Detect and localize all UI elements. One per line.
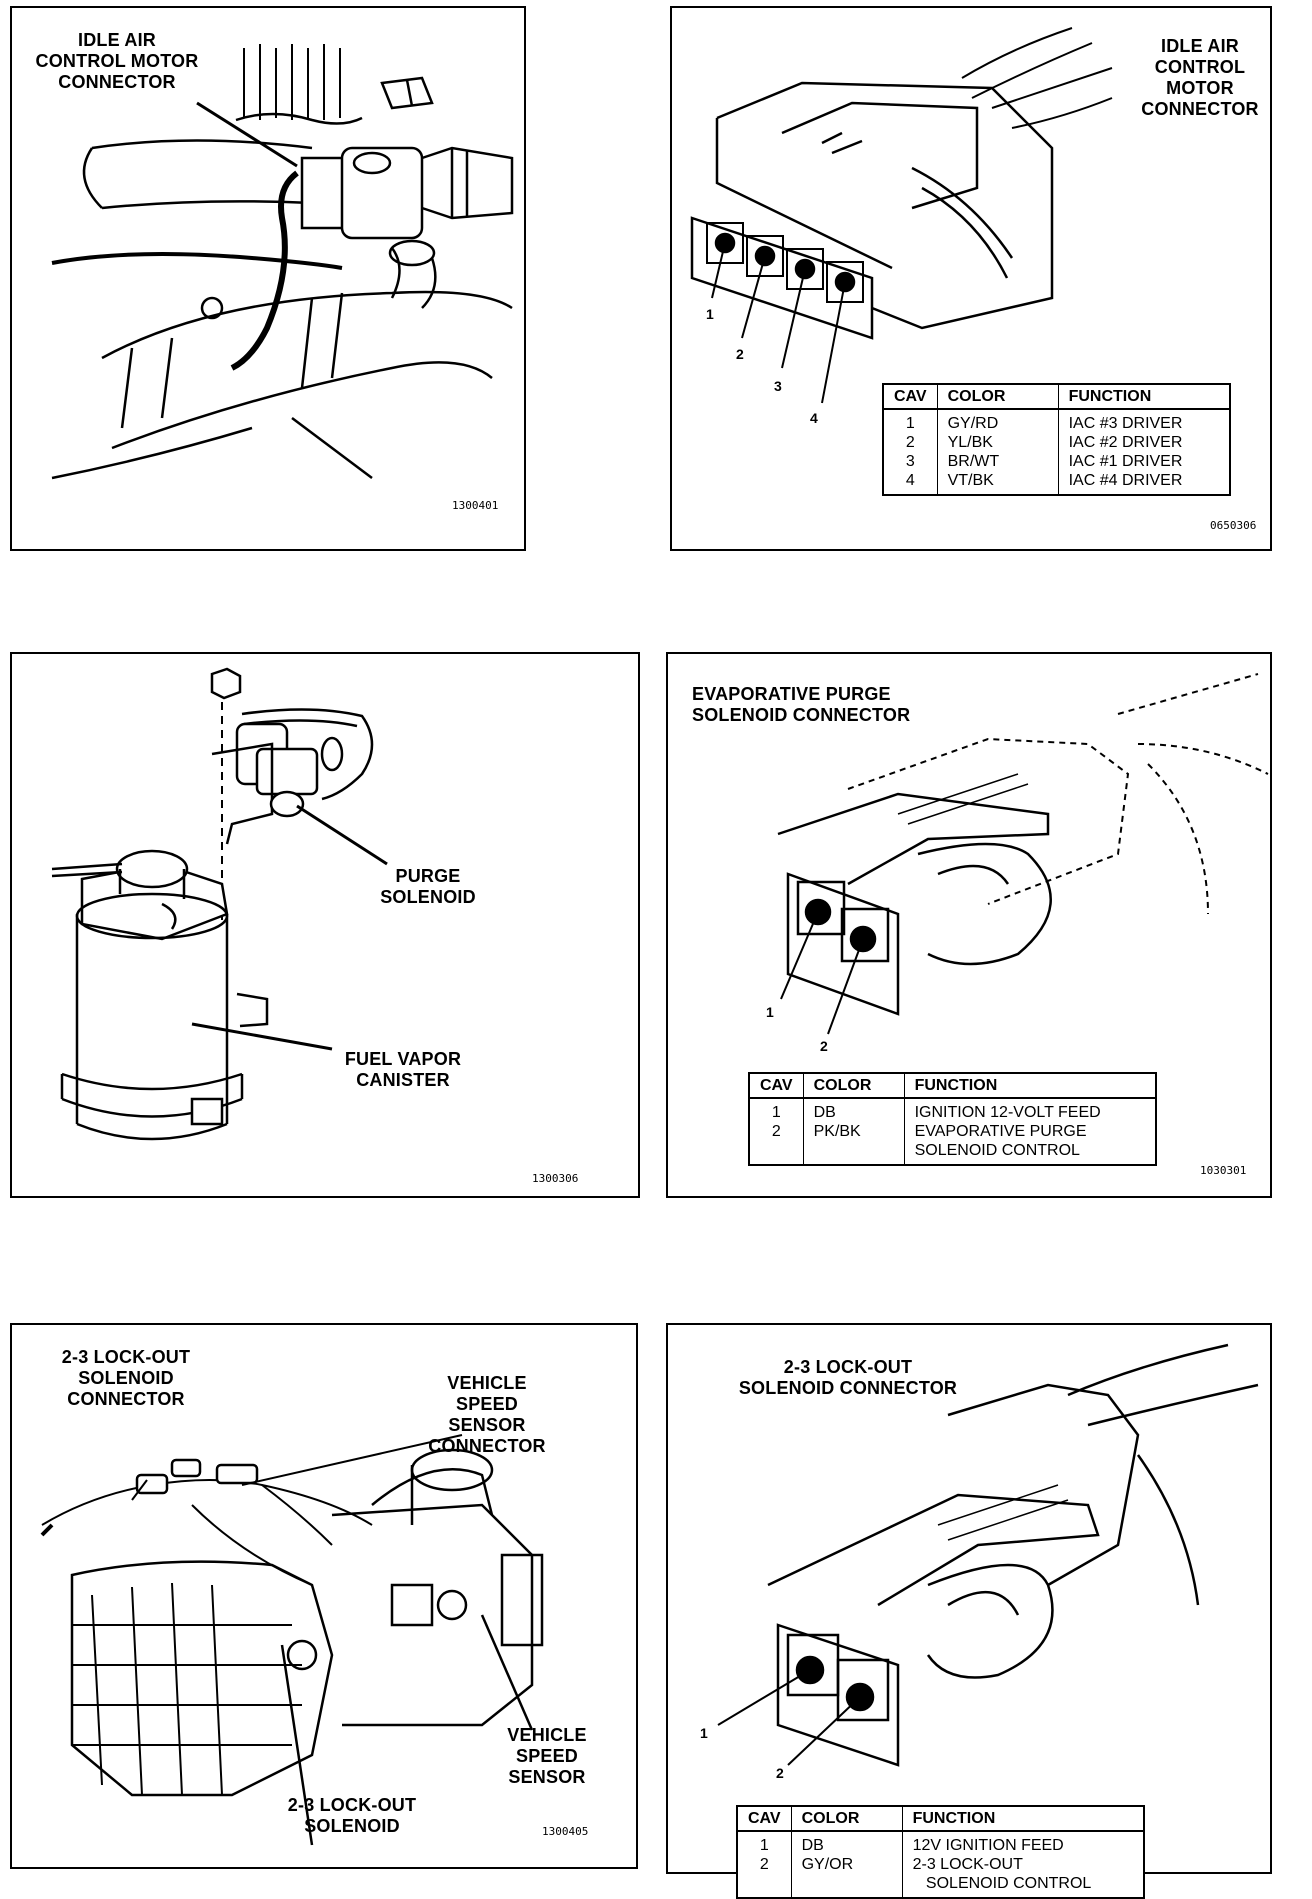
transmission-sensor-location-panel: 2-3 LOCK-OUT SOLENOID CONNECTOR VEHICLE …	[10, 1323, 638, 1869]
color-cell: DB	[802, 1098, 905, 1122]
figure-code: 1300306	[532, 1172, 579, 1185]
table-row: 1 GY/RD IAC #3 DRIVER	[883, 409, 1230, 433]
cav-cell: 4	[905, 472, 915, 489]
lockout-solenoid-label: 2-3 LOCK-OUT SOLENOID	[287, 1795, 417, 1836]
col-cav: CAV	[737, 1806, 792, 1832]
cav-cell: 3	[905, 453, 915, 470]
cav-cell: 2	[905, 434, 915, 451]
function-cell: 12V IGNITION FEED	[901, 1831, 1144, 1855]
function-cell: EVAPORATIVE PURGE SOLENOID CONTROL	[903, 1122, 1156, 1165]
figure-code: 1300401	[452, 499, 499, 512]
idle-air-control-connector-panel: IDLE AIR CONTROL MOTOR CONNECTOR 1 2 3 4…	[670, 6, 1272, 551]
pin-label-1: 1	[706, 306, 714, 322]
col-cav: CAV	[883, 384, 938, 410]
lockout-connector-pinout-table: CAV COLOR FUNCTION 1 DB 12V IGNITION FEE…	[736, 1805, 1145, 1899]
color-cell: GY/RD	[936, 409, 1059, 433]
pin-label-2: 2	[736, 346, 744, 362]
cav-cell: 2	[759, 1856, 769, 1873]
lockout-solenoid-connector-label: 2-3 LOCK-OUT SOLENOID CONNECTOR	[61, 1347, 191, 1409]
color-cell: GY/OR	[790, 1855, 903, 1898]
purge-connector-pinout-table: CAV COLOR FUNCTION 1 DB IGNITION 12-VOLT…	[748, 1072, 1157, 1166]
color-cell: DB	[790, 1831, 903, 1855]
cav-cell: 2	[771, 1123, 781, 1140]
function-cell: IAC #1 DRIVER	[1057, 452, 1230, 471]
color-cell: PK/BK	[802, 1122, 905, 1165]
table-row: 3 BR/WT IAC #1 DRIVER	[883, 452, 1230, 471]
pin-label-4: 4	[810, 410, 818, 426]
function-cell: 2-3 LOCK-OUT SOLENOID CONTROL	[901, 1855, 1144, 1898]
evap-purge-connector-panel: EVAPORATIVE PURGE SOLENOID CONNECTOR 1 2…	[666, 652, 1272, 1198]
table-row: 2 GY/OR 2-3 LOCK-OUT SOLENOID CONTROL	[737, 1855, 1144, 1898]
col-color: COLOR	[936, 384, 1059, 410]
table-row: 4 VT/BK IAC #4 DRIVER	[883, 471, 1230, 495]
iac-connector-pinout-table: CAV COLOR FUNCTION 1 GY/RD IAC #3 DRIVER…	[882, 383, 1231, 496]
col-function: FUNCTION	[903, 1073, 1156, 1099]
figure-code: 1300405	[542, 1825, 589, 1838]
iac-connector-illustration	[690, 27, 1113, 404]
fuel-vapor-canister-label: FUEL VAPOR CANISTER	[344, 1049, 462, 1090]
pin-label-3: 3	[774, 378, 782, 394]
function-cell: IAC #4 DRIVER	[1057, 471, 1230, 495]
color-cell: BR/WT	[936, 452, 1059, 471]
function-cell: IAC #3 DRIVER	[1057, 409, 1230, 433]
idle-air-control-location-panel: IDLE AIR CONTROL MOTOR CONNECTOR 1300401	[10, 6, 526, 551]
color-cell: YL/BK	[936, 433, 1059, 452]
color-cell: VT/BK	[936, 471, 1059, 495]
figure-code: 0650306	[1210, 519, 1257, 532]
table-row: 1 DB IGNITION 12-VOLT FEED	[749, 1098, 1156, 1122]
canister-and-solenoid-illustration	[51, 667, 388, 1141]
col-cav: CAV	[749, 1073, 804, 1099]
lockout-solenoid-connector-label: 2-3 LOCK-OUT SOLENOID CONNECTOR	[738, 1357, 958, 1398]
lockout-connector-illustration	[717, 1343, 1259, 1767]
lockout-solenoid-connector-panel: 2-3 LOCK-OUT SOLENOID CONNECTOR 1 2 CAV …	[666, 1323, 1272, 1899]
idle-air-control-motor-connector-label: IDLE AIR CONTROL MOTOR CONNECTOR	[1141, 36, 1259, 119]
purge-connector-illustration	[777, 673, 1269, 1035]
vehicle-speed-sensor-connector-label: VEHICLE SPEED SENSOR CONNECTOR	[428, 1373, 546, 1456]
function-cell: IAC #2 DRIVER	[1057, 433, 1230, 452]
engine-intake-illustration	[51, 44, 514, 480]
cav-cell: 1	[905, 415, 915, 432]
transmission-illustration	[40, 1434, 544, 1846]
pin-label-1: 1	[766, 1004, 774, 1020]
vehicle-speed-sensor-label: VEHICLE SPEED SENSOR	[507, 1725, 587, 1787]
figure-code: 1030301	[1200, 1164, 1247, 1177]
pin-label-1: 1	[700, 1725, 708, 1741]
cav-cell: 1	[759, 1837, 769, 1854]
table-row: 2 PK/BK EVAPORATIVE PURGE SOLENOID CONTR…	[749, 1122, 1156, 1165]
table-row: 1 DB 12V IGNITION FEED	[737, 1831, 1144, 1855]
pin-label-2: 2	[820, 1038, 828, 1054]
table-row: 2 YL/BK IAC #2 DRIVER	[883, 433, 1230, 452]
function-cell: IGNITION 12-VOLT FEED	[903, 1098, 1156, 1122]
purge-solenoid-label: PURGE SOLENOID	[380, 866, 476, 907]
evap-canister-location-panel: PURGE SOLENOID FUEL VAPOR CANISTER 13003…	[10, 652, 640, 1198]
pin-label-2: 2	[776, 1765, 784, 1781]
idle-air-control-motor-connector-label: IDLE AIR CONTROL MOTOR CONNECTOR	[35, 30, 199, 92]
col-function: FUNCTION	[901, 1806, 1144, 1832]
cav-cell: 1	[771, 1104, 781, 1121]
col-function: FUNCTION	[1057, 384, 1230, 410]
col-color: COLOR	[802, 1073, 905, 1099]
evaporative-purge-solenoid-connector-label: EVAPORATIVE PURGE SOLENOID CONNECTOR	[692, 684, 911, 725]
col-color: COLOR	[790, 1806, 903, 1832]
